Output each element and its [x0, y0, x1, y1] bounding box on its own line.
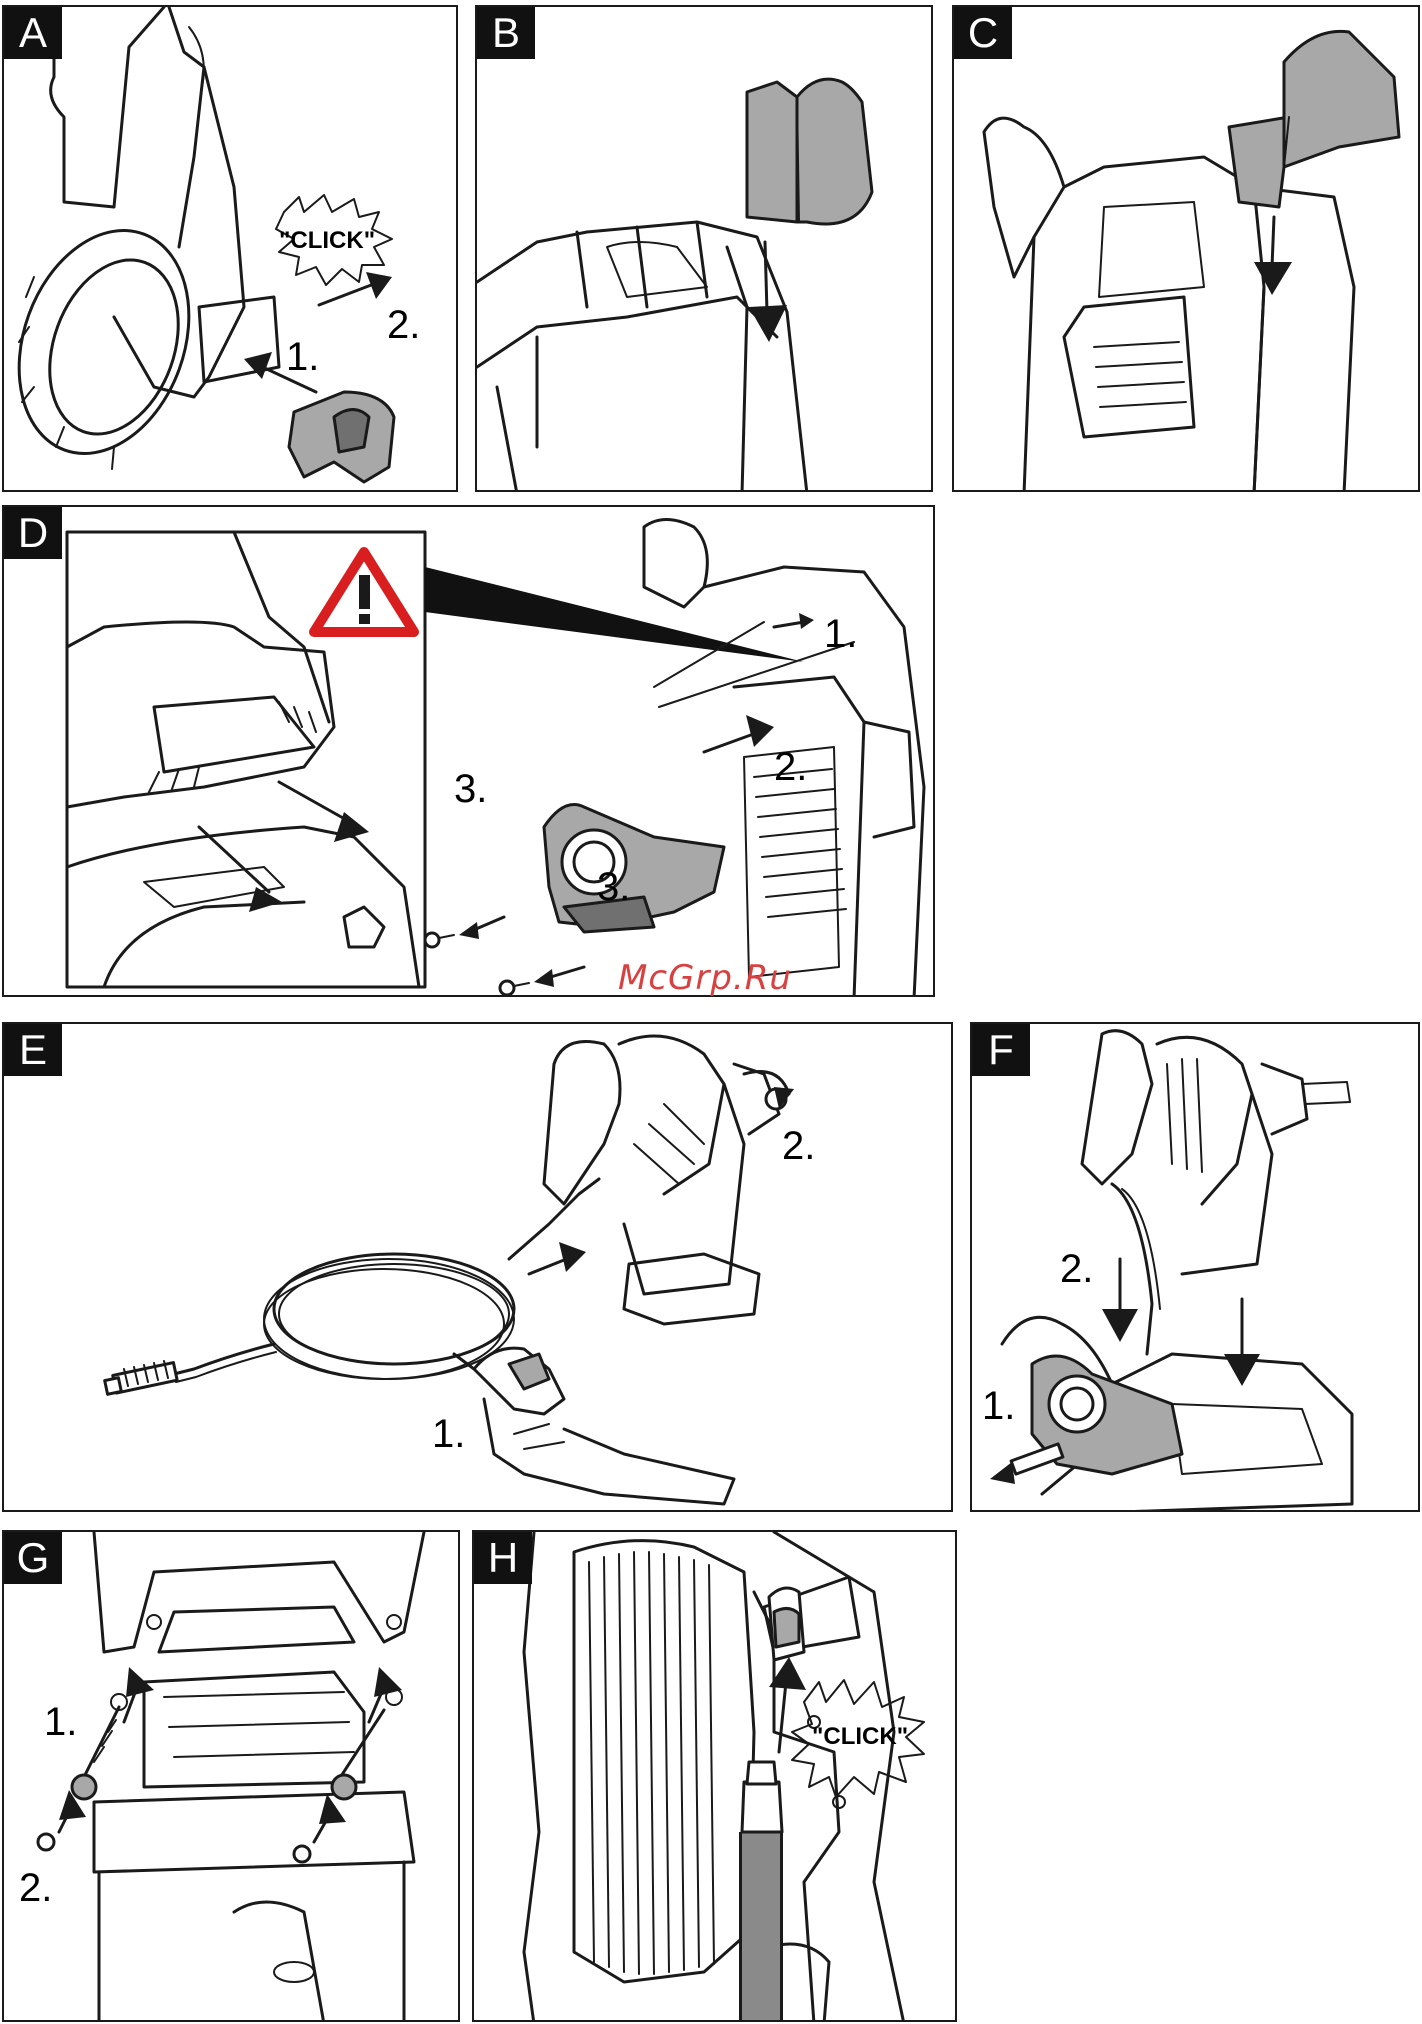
- panel-a: A "CLICK" 1. 2.: [2, 5, 458, 492]
- step-2-label: 2.: [387, 305, 420, 345]
- panel-c: C: [952, 5, 1420, 492]
- step-2-label: 2.: [782, 1126, 815, 1166]
- illustration-b: [477, 7, 933, 492]
- panel-letter-g: G: [4, 1532, 62, 1584]
- step-2-label: 2.: [19, 1868, 52, 1908]
- illustration-e: [4, 1024, 953, 1512]
- panel-h: H "CLICK": [472, 1530, 957, 2022]
- step-1-label: 1.: [432, 1414, 465, 1454]
- step-3-label: 3.: [454, 769, 487, 809]
- panel-letter-h: H: [474, 1532, 532, 1584]
- illustration-f: [972, 1024, 1420, 1512]
- step-1-label: 1.: [44, 1702, 77, 1742]
- step-1-label: 1.: [982, 1386, 1015, 1426]
- panel-d: D: [2, 505, 935, 997]
- panel-letter-d: D: [4, 507, 62, 559]
- panel-letter-e: E: [4, 1024, 62, 1076]
- panel-b: B: [475, 5, 933, 492]
- illustration-a: [4, 7, 458, 492]
- watermark: McGrp.Ru: [618, 958, 792, 998]
- step-1-label: 1.: [824, 614, 857, 654]
- panel-letter-b: B: [477, 7, 535, 59]
- step-3b-label: 3.: [597, 867, 630, 907]
- step-1-label: 1.: [286, 337, 319, 377]
- illustration-g: [4, 1532, 460, 2022]
- panel-letter-a: A: [4, 7, 62, 59]
- illustration-h: [474, 1532, 957, 2022]
- step-2-label: 2.: [1060, 1249, 1093, 1289]
- illustration-c: [954, 7, 1420, 492]
- panel-f: F 1. 2.: [970, 1022, 1420, 1512]
- click-callout: "CLICK": [812, 1725, 908, 1749]
- panel-g: G 1. 2.: [2, 1530, 460, 2022]
- click-callout: "CLICK": [279, 229, 375, 253]
- panel-letter-c: C: [954, 7, 1012, 59]
- step-2-label: 2.: [774, 747, 807, 787]
- panel-letter-f: F: [972, 1024, 1030, 1076]
- panel-e: E 1. 2.: [2, 1022, 953, 1512]
